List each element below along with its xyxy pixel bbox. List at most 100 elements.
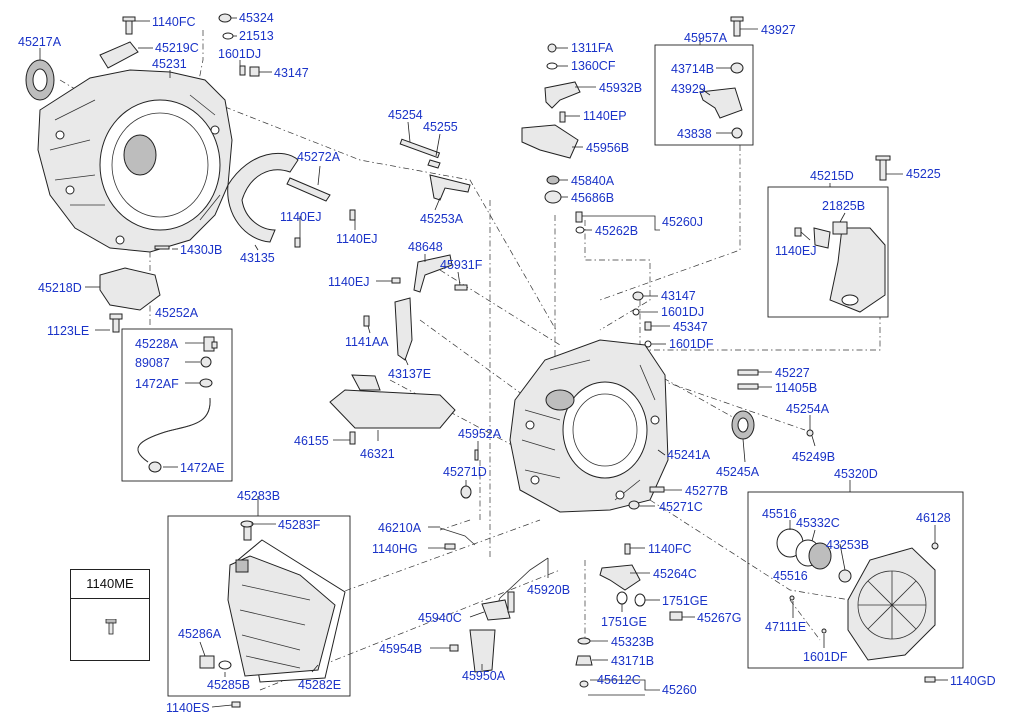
label-45227: 45227	[775, 366, 810, 380]
label-1601DF: 1601DF	[803, 650, 848, 664]
label-45218D: 45218D	[38, 281, 82, 295]
group-box-45320D	[747, 491, 964, 669]
label-45686B: 45686B	[571, 191, 614, 205]
oil-pan-45282E	[199, 520, 346, 708]
label-1140GD: 1140GD	[950, 674, 996, 688]
valve-body-cover-45215D	[794, 155, 891, 313]
label-45228A: 45228A	[135, 337, 179, 351]
label-1140HG: 1140HG	[372, 542, 418, 556]
label-45225: 45225	[906, 167, 941, 181]
label-43714B: 43714B	[671, 62, 714, 76]
label-1472AF: 1472AF	[135, 377, 179, 391]
manual-lever-parts	[699, 16, 744, 139]
label-45320D: 45320D	[834, 467, 878, 481]
label-45264C: 45264C	[653, 567, 697, 581]
label-1140FC: 1140FC	[648, 542, 692, 556]
label-1430JB: 1430JB	[180, 243, 222, 257]
hose-45252A	[137, 336, 218, 473]
label-45219C: 45219C	[155, 41, 199, 55]
fasteners-top	[122, 13, 356, 250]
label-45272A: 45272A	[297, 150, 341, 164]
label-45262B: 45262B	[595, 224, 638, 238]
transaxle-case-45241A	[509, 339, 669, 513]
label-46128: 46128	[916, 511, 951, 525]
label-21513: 21513	[239, 29, 274, 43]
label-45840A: 45840A	[571, 174, 615, 188]
label-45255: 45255	[423, 120, 458, 134]
label-45283B: 45283B	[237, 489, 280, 503]
guide-45272A	[286, 177, 331, 202]
label-45254: 45254	[388, 108, 423, 122]
cover-43135	[227, 152, 299, 243]
label-1751GE: 1751GE	[601, 615, 647, 629]
label-46321: 46321	[360, 447, 395, 461]
label-45245A: 45245A	[716, 465, 760, 479]
label-47111E: 47111E	[765, 620, 806, 634]
label-45271C: 45271C	[659, 500, 703, 514]
label-45215D: 45215D	[810, 169, 854, 183]
label-45931F: 45931F	[440, 258, 483, 272]
label-45283F: 45283F	[278, 518, 321, 532]
legend-box: 1140ME	[70, 569, 150, 661]
label-11405B: 11405B	[775, 381, 817, 395]
label-1601DF: 1601DF	[669, 337, 714, 351]
label-45954B: 45954B	[379, 642, 422, 656]
label-45516: 45516	[773, 569, 808, 583]
label-45253A: 45253A	[420, 212, 464, 226]
label-43147: 43147	[274, 66, 309, 80]
group-box-45283B	[167, 515, 351, 697]
label-46210A: 46210A	[378, 521, 422, 535]
label-45252A: 45252A	[155, 306, 199, 320]
lower-center-parts	[439, 527, 683, 688]
label-1140EJ: 1140EJ	[280, 210, 321, 224]
converter-housing-45231	[37, 69, 233, 253]
label-1123LE: 1123LE	[47, 324, 89, 338]
label-45282E: 45282E	[298, 678, 341, 692]
label-45254A: 45254A	[786, 402, 830, 416]
label-43929: 43929	[671, 82, 706, 96]
label-45332C: 45332C	[796, 516, 840, 530]
label-1601DJ: 1601DJ	[661, 305, 704, 319]
label-45260J: 45260J	[662, 215, 703, 229]
label-45324: 45324	[239, 11, 274, 25]
label-43147: 43147	[661, 289, 696, 303]
oil-filter-46321	[329, 374, 456, 445]
bracket-45219C	[99, 41, 139, 69]
label-45920B: 45920B	[527, 583, 570, 597]
label-45347: 45347	[673, 320, 708, 334]
label-1311FA: 1311FA	[571, 41, 614, 55]
label-1140FC: 1140FC	[152, 15, 196, 29]
label-43838: 43838	[677, 127, 712, 141]
label-45323B: 45323B	[611, 635, 654, 649]
label-21825B: 21825B	[822, 199, 865, 213]
label-48648: 48648	[408, 240, 443, 254]
group-box-45215D	[767, 186, 889, 318]
label-45285B: 45285B	[207, 678, 250, 692]
label-45932B: 45932B	[599, 81, 642, 95]
label-45940C: 45940C	[418, 611, 462, 625]
leader-lines	[39, 17, 948, 708]
label-45241A: 45241A	[667, 448, 711, 462]
label-43137E: 43137E	[388, 367, 431, 381]
group-box-45957A	[654, 44, 754, 146]
label-45267G: 45267G	[697, 611, 741, 625]
label-45516: 45516	[762, 507, 797, 521]
label-45271D: 45271D	[443, 465, 487, 479]
label-45952A: 45952A	[458, 427, 502, 441]
label-43927: 43927	[761, 23, 796, 37]
label-1140EJ: 1140EJ	[336, 232, 377, 246]
legend-title: 1140ME	[71, 570, 149, 599]
label-1140ES: 1140ES	[166, 701, 210, 715]
label-45260: 45260	[662, 683, 697, 697]
label-46155: 46155	[294, 434, 329, 448]
bolt-1123LE	[109, 313, 123, 333]
rear-cover-45320D	[776, 528, 939, 683]
inhibitor-switch-parts	[521, 43, 585, 234]
label-43253B: 43253B	[826, 538, 869, 552]
label-1140EJ: 1140EJ	[328, 275, 369, 289]
label-43171B: 43171B	[611, 654, 654, 668]
bolt-icon	[105, 619, 117, 635]
label-45286A: 45286A	[178, 627, 222, 641]
label-45277B: 45277B	[685, 484, 728, 498]
